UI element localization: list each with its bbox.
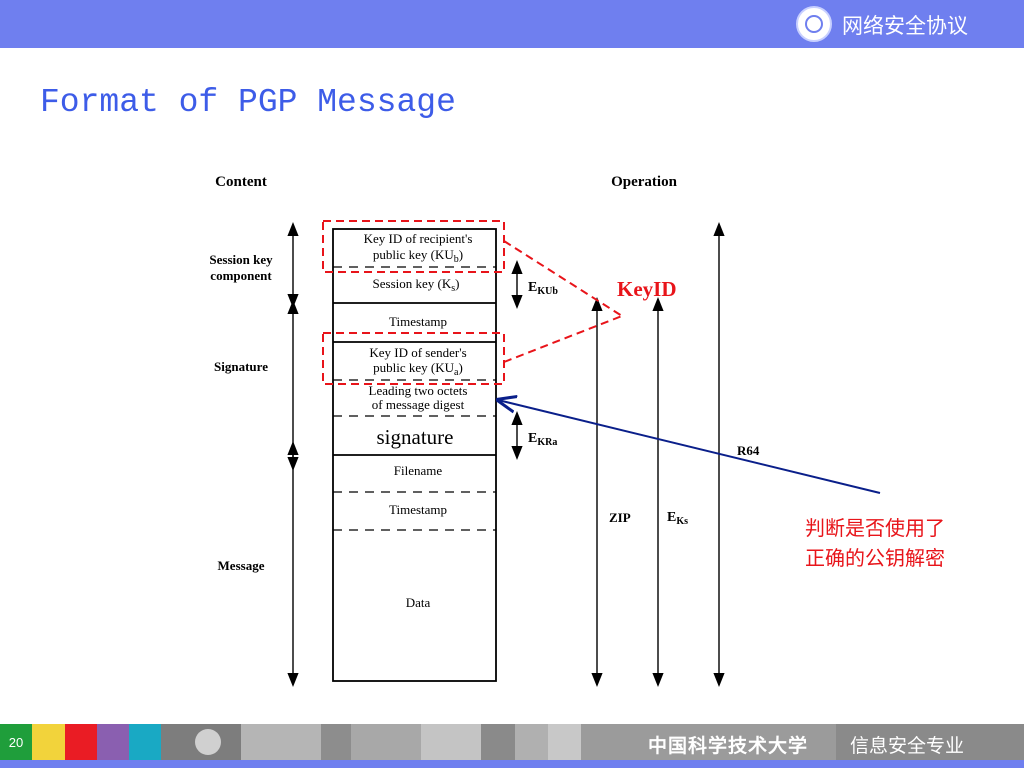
footer-strip [0, 760, 1024, 768]
field-data: Data [406, 595, 431, 610]
footer-decor-circle [195, 729, 221, 755]
field-session-key: Session key (Ks) [373, 276, 460, 294]
footer-swatch-purple [97, 724, 129, 760]
footer-decor-image-8 [548, 724, 581, 760]
footer-swatch-red [65, 724, 97, 760]
field-filename: Filename [394, 463, 443, 478]
op-zip: ZIP [609, 510, 631, 525]
operation-column-header: Operation [611, 174, 677, 190]
field-keyid-recipient-line1: Key ID of recipient's [364, 231, 473, 246]
course-title: 网络安全协议 [842, 14, 968, 38]
university-name: 中国科学技术大学 [648, 735, 809, 757]
session-key-group-label: Session key [209, 252, 273, 267]
signature-group-label: Signature [214, 359, 268, 374]
field-keyid-sender-line1: Key ID of sender's [369, 345, 466, 360]
department-name: 信息安全专业 [850, 735, 965, 757]
op-e-ks: EKs [667, 510, 688, 527]
footer-decor-image-4 [351, 724, 421, 760]
field-timestamp-signature: Timestamp [389, 314, 447, 329]
note-line-2: 正确的公钥解密 [805, 546, 945, 570]
field-keyid-sender-line2: public key (KUa) [373, 360, 463, 378]
field-leading-octets-line2: of message digest [372, 397, 465, 412]
keyid-annotation: KeyID [617, 277, 677, 301]
footer-decor-image-6 [481, 724, 515, 760]
footer-decor-image-3 [321, 724, 351, 760]
field-timestamp-message: Timestamp [389, 502, 447, 517]
keyid-callout-line-top [503, 240, 623, 317]
session-key-group-label-2: component [210, 268, 272, 283]
slide-title: Format of PGP Message [40, 84, 456, 121]
footer-decor-image-2 [241, 724, 321, 760]
header-bar [0, 0, 1024, 48]
page-number: 20 [8, 735, 24, 750]
page-number-box [0, 724, 32, 760]
field-signature: signature [377, 425, 454, 449]
department-box [836, 724, 1024, 760]
message-group-label: Message [218, 558, 265, 573]
op-e-kub: EKUb [528, 280, 558, 297]
op-e-kra: EKRa [528, 431, 557, 448]
footer-swatch-cyan [129, 724, 161, 760]
footer-decor-image-5 [421, 724, 481, 760]
field-leading-octets-line1: Leading two octets [369, 383, 468, 398]
keyid-callout-line-bottom [503, 315, 623, 363]
footer-decor-image-7 [515, 724, 548, 760]
digest-pointer-arrow [498, 400, 881, 494]
note-line-1: 判断是否使用了 [805, 516, 945, 540]
op-r64: R64 [737, 443, 760, 458]
field-keyid-recipient-line2: public key (KUb) [373, 247, 463, 265]
content-column-header: Content [215, 174, 267, 190]
footer-swatch-yellow [32, 724, 65, 760]
university-logo-icon [796, 6, 832, 42]
